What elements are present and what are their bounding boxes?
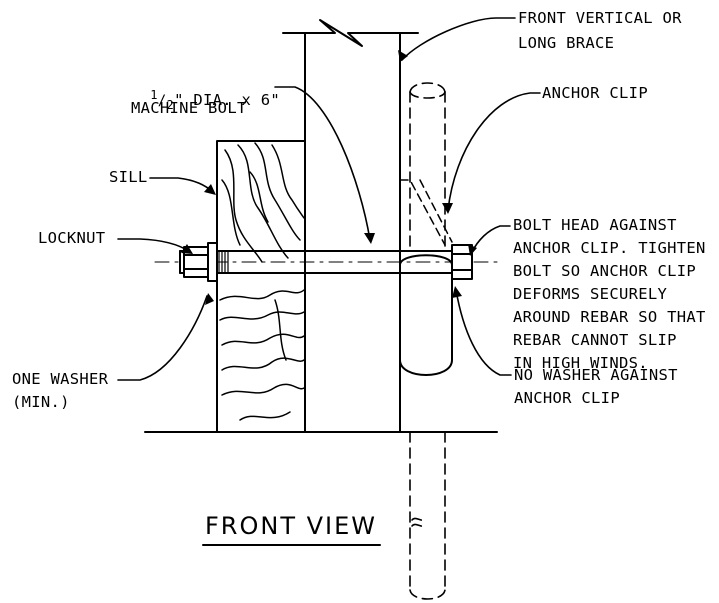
no-washer-label-2: ANCHOR CLIP bbox=[514, 389, 620, 407]
bolt-note-4: DEFORMS SECURELY bbox=[513, 285, 668, 303]
bolt-head bbox=[451, 244, 473, 280]
brace-label-2: LONG BRACE bbox=[518, 34, 615, 52]
locknut-label: LOCKNUT bbox=[38, 229, 106, 247]
view-title: FRONT VIEW bbox=[205, 512, 378, 540]
washer bbox=[207, 242, 218, 282]
anchor-clip-label: ANCHOR CLIP bbox=[542, 84, 648, 102]
washer-label-2: (MIN.) bbox=[12, 393, 70, 411]
sill-block bbox=[216, 140, 306, 433]
bolt-note-7: IN HIGH WINDS. bbox=[513, 354, 648, 372]
bolt-note-6: REBAR CANNOT SLIP bbox=[513, 331, 677, 349]
washer-label-1: ONE WASHER bbox=[12, 370, 109, 388]
machine-bolt-label: MACHINE BOLT bbox=[131, 99, 247, 117]
wood-grain bbox=[219, 142, 305, 421]
bolt-note-2: ANCHOR CLIP. TIGHTEN bbox=[513, 239, 706, 257]
arrowheads bbox=[181, 50, 477, 305]
bolt-dia-sub: 2 bbox=[166, 98, 175, 112]
sill-label: SILL bbox=[109, 168, 148, 186]
anchor-clip bbox=[399, 254, 453, 376]
brace-label-1: FRONT VERTICAL OR bbox=[518, 9, 682, 27]
bolt-note-3: BOLT SO ANCHOR CLIP bbox=[513, 262, 697, 280]
break-line bbox=[282, 19, 419, 47]
bolt-dia-sup: 1 bbox=[150, 88, 158, 102]
bolt-dia-label: 1/2" DIA. x 6" bbox=[150, 88, 281, 112]
bolt-note-5: AROUND REBAR SO THAT bbox=[513, 308, 706, 326]
rebar-hidden bbox=[409, 82, 446, 600]
bolt-dia-rest: " DIA. x 6" bbox=[174, 91, 281, 109]
no-washer-label-1: NO WASHER AGAINST bbox=[514, 366, 678, 384]
anchor-clip-hidden bbox=[399, 179, 453, 246]
bolt-note-1: BOLT HEAD AGAINST bbox=[513, 216, 677, 234]
